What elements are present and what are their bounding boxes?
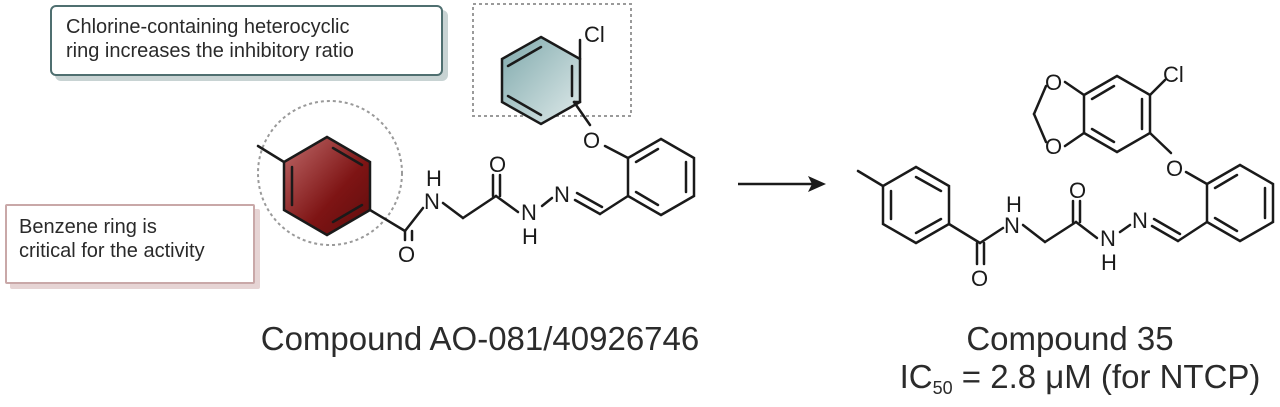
benzene-highlight-circle (257, 100, 403, 246)
right-hydrazide-h-label: H (1101, 250, 1117, 275)
left-ether-o-label: O (583, 128, 600, 153)
chlorine-annotation-box: Chlorine-containing heterocyclic ring in… (50, 5, 443, 76)
left-amide-h-label: H (426, 166, 442, 191)
left-compound-caption: Compound AO-081/40926746 (260, 320, 700, 357)
left-hydrazide-o-label: O (489, 152, 506, 177)
left-amide-n-label: N (424, 189, 440, 214)
right-hydrazide-n1-label: N (1100, 226, 1116, 251)
chlorine-annotation-line2: ring increases the inhibitory ratio (66, 40, 354, 62)
right-carbonyl-o-label: O (971, 266, 988, 291)
right-amide-n-label: N (1004, 213, 1020, 238)
left-hydrazide-n1-label: N (521, 200, 537, 225)
benzene-annotation-box: Benzene ring is critical for the activit… (5, 204, 255, 284)
benzene-annotation-line1: Benzene ring is (19, 216, 157, 238)
left-hydrazide-n2-label: N (554, 182, 570, 207)
ic50-prefix: IC (899, 358, 933, 395)
left-carbonyl-o-label: O (398, 242, 415, 267)
right-compound-caption: Compound 35 (966, 320, 1174, 357)
chlorine-annotation-line1: Chlorine-containing heterocyclic (66, 16, 350, 38)
right-dioxole-o1-label: O (1045, 70, 1062, 95)
right-hydrazide-o-label: O (1069, 178, 1086, 203)
benzene-ring-highlighted (282, 135, 372, 237)
right-ether-o-label: O (1166, 156, 1183, 181)
benzene-annotation-line2: critical for the activity (19, 240, 205, 262)
reaction-arrow (738, 176, 826, 192)
left-hydrazide-h-label: H (522, 224, 538, 249)
ic50-caption: IC50 = 2.8 μM (for NTCP) (880, 358, 1280, 407)
right-dioxole-o2-label: O (1045, 134, 1062, 159)
right-amide-h-label: H (1006, 192, 1022, 217)
ic50-subscript: 50 (932, 378, 953, 398)
right-hydrazide-n2-label: N (1132, 208, 1148, 233)
left-compound-structure (256, 38, 696, 242)
left-cl-label: Cl (584, 22, 605, 47)
right-compound-structure (856, 74, 1275, 266)
ic50-value: = 2.8 μM (for NTCP) (952, 358, 1261, 395)
chlorophenyl-ring-highlighted (500, 35, 582, 126)
right-cl-label: Cl (1163, 62, 1184, 87)
